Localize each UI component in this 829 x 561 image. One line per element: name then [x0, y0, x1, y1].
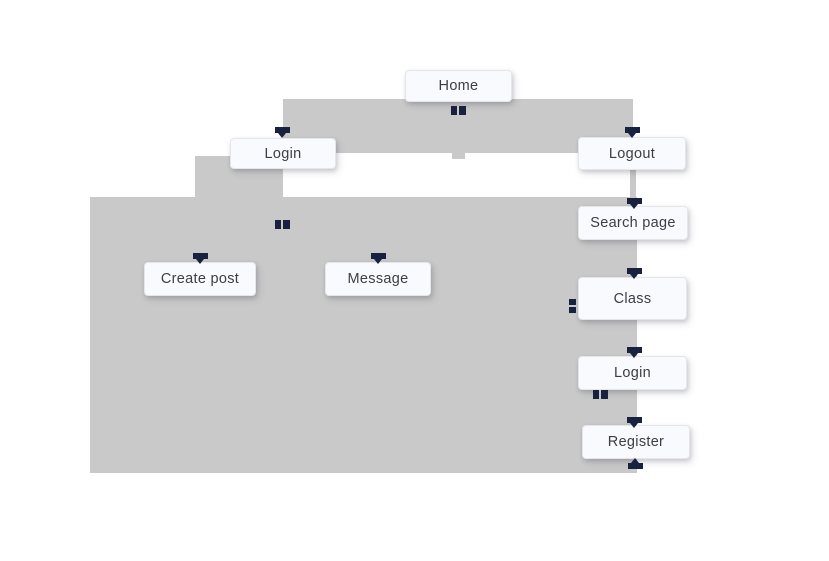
diagram-node-class[interactable]: Class	[578, 277, 687, 320]
diagram-node-login-right[interactable]: Login	[578, 356, 687, 390]
connector-conn-logout-search	[630, 170, 636, 206]
connector-stub-below-home	[452, 153, 465, 159]
diagram-node-search-page[interactable]: Search page	[578, 206, 688, 240]
node-label: Register	[607, 434, 665, 450]
diagram-node-login-left[interactable]: Login	[230, 138, 336, 169]
node-label: Login	[264, 145, 302, 162]
connector-arrow-icon	[569, 299, 576, 313]
connector-arrow-icon	[451, 106, 466, 115]
connector-arrow-icon	[627, 198, 642, 209]
connector-arrow-icon	[193, 253, 208, 264]
diagram-node-register[interactable]: Register	[582, 425, 690, 459]
node-label: Logout	[608, 145, 656, 162]
connector-band-main	[90, 197, 637, 473]
connector-arrow-icon	[371, 253, 386, 264]
node-label: Create post	[160, 271, 240, 287]
node-label: Home	[438, 78, 479, 94]
node-label: Message	[347, 271, 409, 287]
connector-arrow-icon	[625, 127, 640, 138]
connector-arrow-icon	[275, 220, 290, 229]
connector-arrow-icon	[275, 127, 290, 138]
connector-arrow-icon	[627, 268, 642, 279]
diagram-node-logout[interactable]: Logout	[578, 137, 686, 170]
node-label: Login	[614, 365, 651, 381]
node-label: Search page	[590, 215, 676, 231]
node-label: Class	[613, 290, 652, 307]
diagram-node-message[interactable]: Message	[325, 262, 431, 296]
diagram-node-home[interactable]: Home	[405, 70, 512, 102]
connector-arrow-icon	[627, 347, 642, 358]
connector-arrow-icon	[628, 458, 643, 469]
connector-arrow-icon	[627, 417, 642, 428]
connector-arrow-icon	[593, 390, 608, 399]
diagram-node-create-post[interactable]: Create post	[144, 262, 256, 296]
